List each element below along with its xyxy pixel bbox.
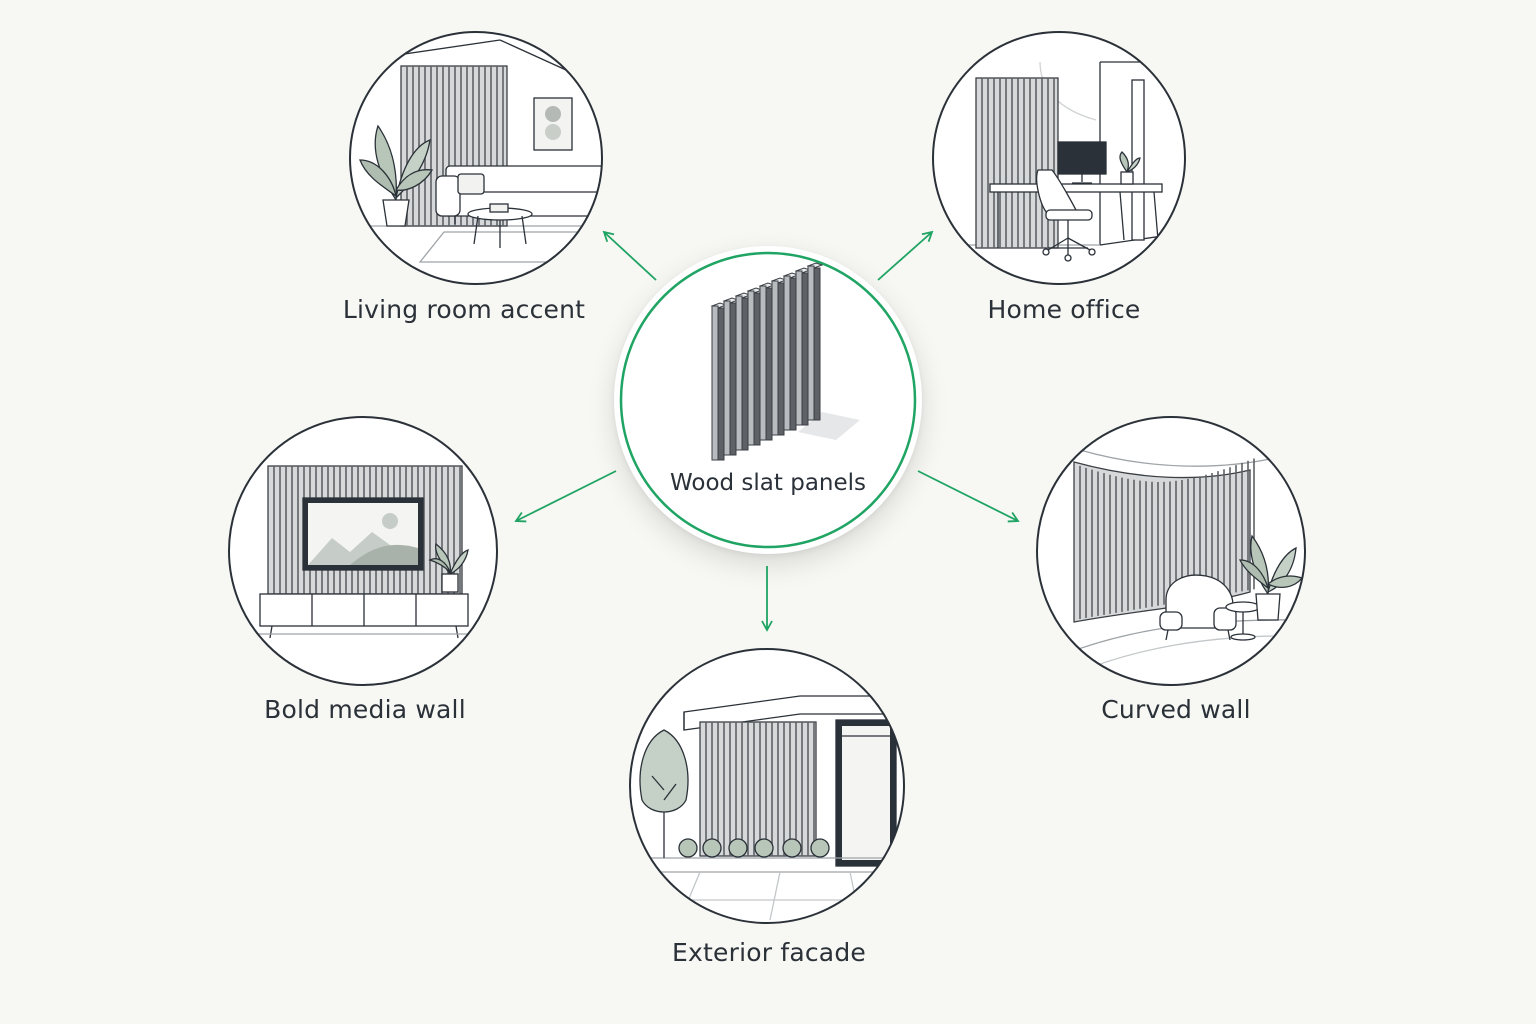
- slat-panel-icon: [710, 262, 824, 461]
- slat-face: [759, 285, 767, 441]
- label-center: Wood slat panels: [669, 470, 867, 496]
- slat-side: [801, 272, 809, 426]
- slat-face: [795, 270, 803, 426]
- slat-face: [735, 295, 743, 451]
- label-living-room: Living room accent: [342, 295, 586, 324]
- slat-side: [813, 267, 821, 421]
- slat-side: [753, 292, 761, 446]
- arrow-to-curved-wall: [917, 470, 1020, 523]
- label-home-office: Home office: [987, 295, 1141, 324]
- slat-side: [777, 282, 785, 436]
- slat-face: [723, 300, 731, 456]
- slat-face: [783, 275, 791, 431]
- slat-face: [771, 280, 779, 436]
- media-wall-illustration: [228, 416, 498, 686]
- slat-side: [729, 302, 737, 456]
- label-media-wall: Bold media wall: [264, 695, 466, 724]
- home-office-illustration: [932, 31, 1186, 285]
- label-exterior: Exterior facade: [672, 938, 866, 967]
- slat-face: [711, 305, 719, 461]
- arrow-to-living-room: [602, 230, 657, 281]
- arrow-to-media-wall: [514, 470, 617, 523]
- slat-side: [717, 307, 725, 461]
- exterior-illustration: [629, 648, 905, 924]
- arrow-to-home-office: [877, 230, 934, 281]
- connector-arrows: [514, 230, 1020, 632]
- label-curved-wall: Curved wall: [1101, 695, 1251, 724]
- slat-side: [765, 287, 773, 441]
- slat-face: [807, 265, 815, 421]
- slat-face: [747, 290, 755, 446]
- slat-side: [789, 277, 797, 431]
- slat-side: [741, 297, 749, 451]
- curved-wall-illustration: [1036, 416, 1306, 686]
- center-node: [619, 251, 917, 549]
- living-room-illustration: [349, 31, 603, 285]
